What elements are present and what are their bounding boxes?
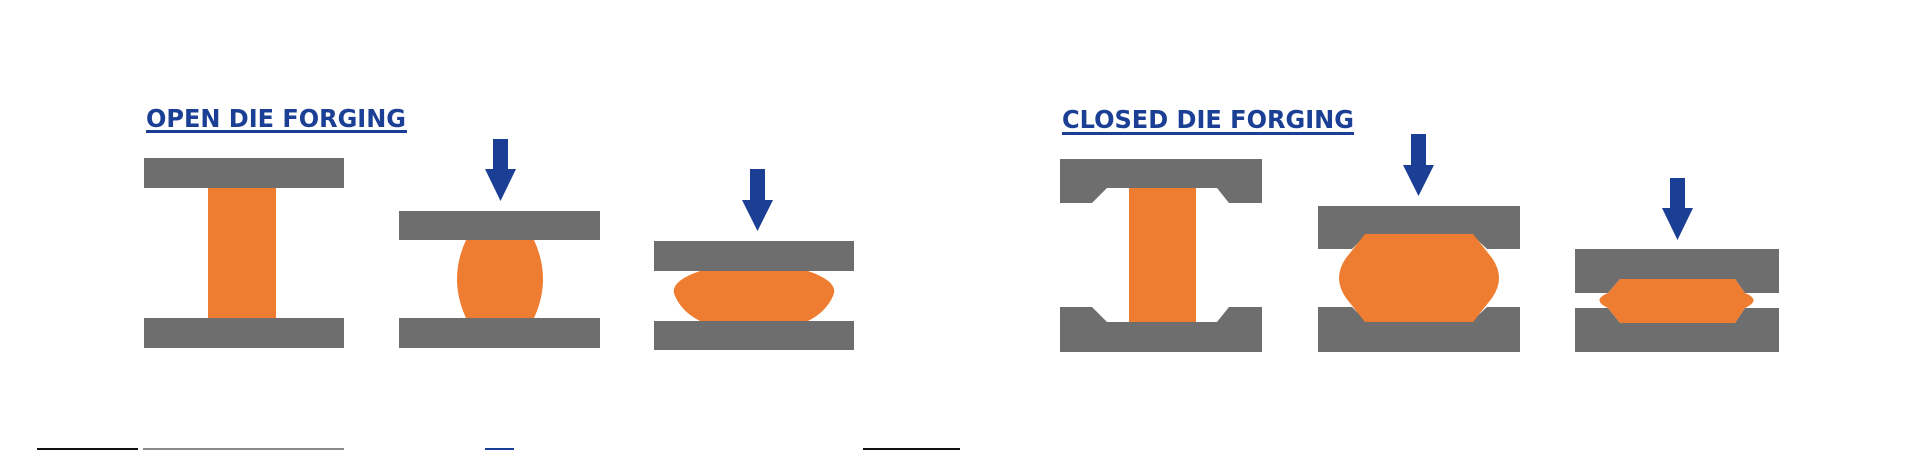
down-arrow-icon xyxy=(1403,134,1434,196)
lower-die xyxy=(1060,307,1262,352)
workpiece xyxy=(1129,188,1196,322)
open-die-stage-1 xyxy=(144,158,344,348)
edge-fragment xyxy=(143,448,344,450)
down-arrow-icon xyxy=(1662,178,1693,240)
lower-die xyxy=(1318,307,1520,352)
upper-die xyxy=(399,211,600,240)
open-die-title-underline xyxy=(146,130,407,133)
closed-die-section: CLOSED DIE FORGING xyxy=(1060,105,1779,352)
edge-fragment xyxy=(863,448,960,450)
open-die-section: OPEN DIE FORGING xyxy=(144,104,854,350)
closed-die-title: CLOSED DIE FORGING xyxy=(1062,105,1354,134)
workpiece xyxy=(208,188,276,318)
edge-fragment xyxy=(485,448,514,450)
down-arrow-icon xyxy=(485,139,516,201)
upper-die xyxy=(1060,159,1262,203)
bottom-edge-strip xyxy=(37,448,960,450)
lower-die xyxy=(144,318,344,348)
open-die-stage-3 xyxy=(654,169,854,350)
closed-die-title-underline xyxy=(1062,132,1354,135)
closed-die-stage-1 xyxy=(1060,159,1262,352)
upper-die xyxy=(144,158,344,188)
workpiece xyxy=(673,271,835,321)
down-arrow-icon xyxy=(742,169,773,231)
open-die-stage-2 xyxy=(399,139,600,348)
upper-die xyxy=(1575,249,1779,293)
closed-die-stage-2 xyxy=(1318,134,1520,352)
upper-die xyxy=(654,241,854,271)
lower-die xyxy=(399,318,600,348)
workpiece xyxy=(457,240,543,318)
workpiece xyxy=(1599,279,1754,323)
edge-fragment xyxy=(37,448,138,450)
open-die-title: OPEN DIE FORGING xyxy=(146,104,406,133)
lower-die xyxy=(1575,308,1779,352)
closed-die-stage-3 xyxy=(1575,178,1779,352)
lower-die xyxy=(654,321,854,350)
upper-die xyxy=(1318,206,1520,249)
workpiece xyxy=(1339,234,1499,322)
